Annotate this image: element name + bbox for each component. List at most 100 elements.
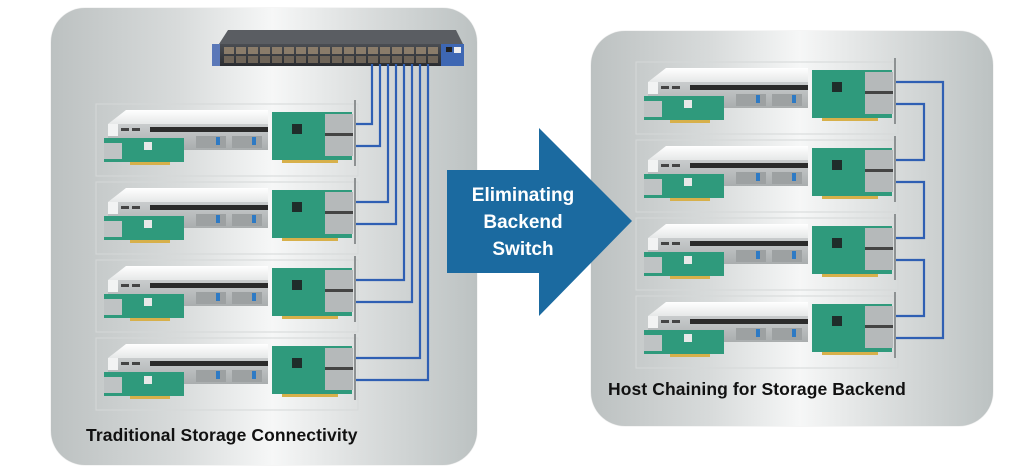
server-1 <box>95 100 359 177</box>
switch-port <box>284 47 294 54</box>
switch-port <box>236 47 246 54</box>
cable-5 <box>356 64 406 282</box>
server-3 <box>635 214 899 291</box>
chassis-bay <box>108 202 118 214</box>
chassis-vent <box>690 241 808 246</box>
switch-port <box>356 47 366 54</box>
switch-port <box>416 47 426 54</box>
arrow-label: Eliminating Backend Switch <box>448 182 598 263</box>
drive-led <box>792 251 796 259</box>
drive-led <box>252 371 256 379</box>
qsfp-port-2 <box>325 292 353 312</box>
switch-port <box>428 47 438 54</box>
drive-bay <box>232 370 262 382</box>
qsfp-port-1 <box>865 150 893 170</box>
switch-port <box>260 47 270 54</box>
switch-port <box>380 47 390 54</box>
chassis-slot <box>132 128 140 131</box>
drive-bay <box>772 250 802 262</box>
drive-led <box>756 329 760 337</box>
adapter-chip <box>832 316 842 326</box>
chassis-vent <box>150 127 268 132</box>
qsfp-port-2 <box>865 250 893 270</box>
small-nic-chip <box>684 334 692 342</box>
qsfp-port-2 <box>325 214 353 234</box>
server-2 <box>95 178 359 255</box>
arrow-label-line-3: Switch <box>492 239 554 260</box>
small-nic-ports <box>644 335 662 351</box>
chassis-slot <box>132 362 140 365</box>
small-nic-contacts <box>670 198 710 201</box>
server-frame <box>95 103 359 177</box>
drive-bay <box>196 292 226 304</box>
chassis-top <box>108 110 268 124</box>
adapter-contacts <box>822 118 878 121</box>
adapter-contacts <box>282 316 338 319</box>
port-divider <box>865 325 893 328</box>
port-divider <box>865 91 893 94</box>
switch-port <box>308 56 318 63</box>
switch-port <box>368 56 378 63</box>
chassis-slot <box>132 206 140 209</box>
chassis-bay <box>108 124 118 136</box>
chassis-slot <box>672 320 680 323</box>
adapter-contacts <box>282 160 338 163</box>
adapter-chip <box>832 82 842 92</box>
server-frame <box>95 181 359 255</box>
cable-4 <box>356 64 398 226</box>
small-nic-chip <box>144 142 152 150</box>
port-divider <box>325 289 353 292</box>
pci-bracket <box>354 334 356 400</box>
chassis-bay <box>648 160 658 172</box>
switch-handle <box>212 44 220 66</box>
drive-led <box>792 95 796 103</box>
port-divider <box>325 211 353 214</box>
drive-led <box>792 173 796 181</box>
small-nic-contacts <box>670 276 710 279</box>
loop-cable <box>896 80 945 340</box>
switch-port <box>272 56 282 63</box>
chassis-slot <box>672 242 680 245</box>
pci-bracket <box>894 136 896 202</box>
cable-3 <box>356 64 390 204</box>
drive-bay <box>196 136 226 148</box>
qsfp-port-2 <box>325 370 353 390</box>
switch-port <box>344 47 354 54</box>
drive-led <box>252 293 256 301</box>
server-3 <box>95 256 359 333</box>
mgmt-port <box>446 47 452 52</box>
chain-cable-1 <box>896 102 926 162</box>
qsfp-port-2 <box>865 328 893 348</box>
chassis-slot <box>132 284 140 287</box>
drive-led <box>216 293 220 301</box>
qsfp-port-2 <box>865 94 893 114</box>
chassis-slot <box>121 362 129 365</box>
switch-port <box>368 47 378 54</box>
small-nic-chip <box>684 100 692 108</box>
switch-port <box>416 56 426 63</box>
adapter-chip <box>832 160 842 170</box>
drive-led <box>216 137 220 145</box>
small-nic-ports <box>644 257 662 273</box>
server-4 <box>95 334 359 411</box>
pci-bracket <box>354 100 356 166</box>
adapter-contacts <box>822 352 878 355</box>
pci-bracket <box>354 178 356 244</box>
small-nic-ports <box>104 143 122 159</box>
server-2 <box>635 136 899 213</box>
chassis-bay <box>648 82 658 94</box>
small-nic-contacts <box>130 240 170 243</box>
chassis-slot <box>661 320 669 323</box>
cable-6 <box>356 64 414 304</box>
chassis-bay <box>648 316 658 328</box>
switch-port <box>392 56 402 63</box>
chassis-vent <box>690 319 808 324</box>
qsfp-port-1 <box>325 114 353 134</box>
pci-bracket <box>894 58 896 124</box>
small-nic-contacts <box>130 318 170 321</box>
switch-port <box>296 47 306 54</box>
chain-cable-2 <box>896 180 926 240</box>
drive-led <box>756 173 760 181</box>
drive-bay <box>772 328 802 340</box>
